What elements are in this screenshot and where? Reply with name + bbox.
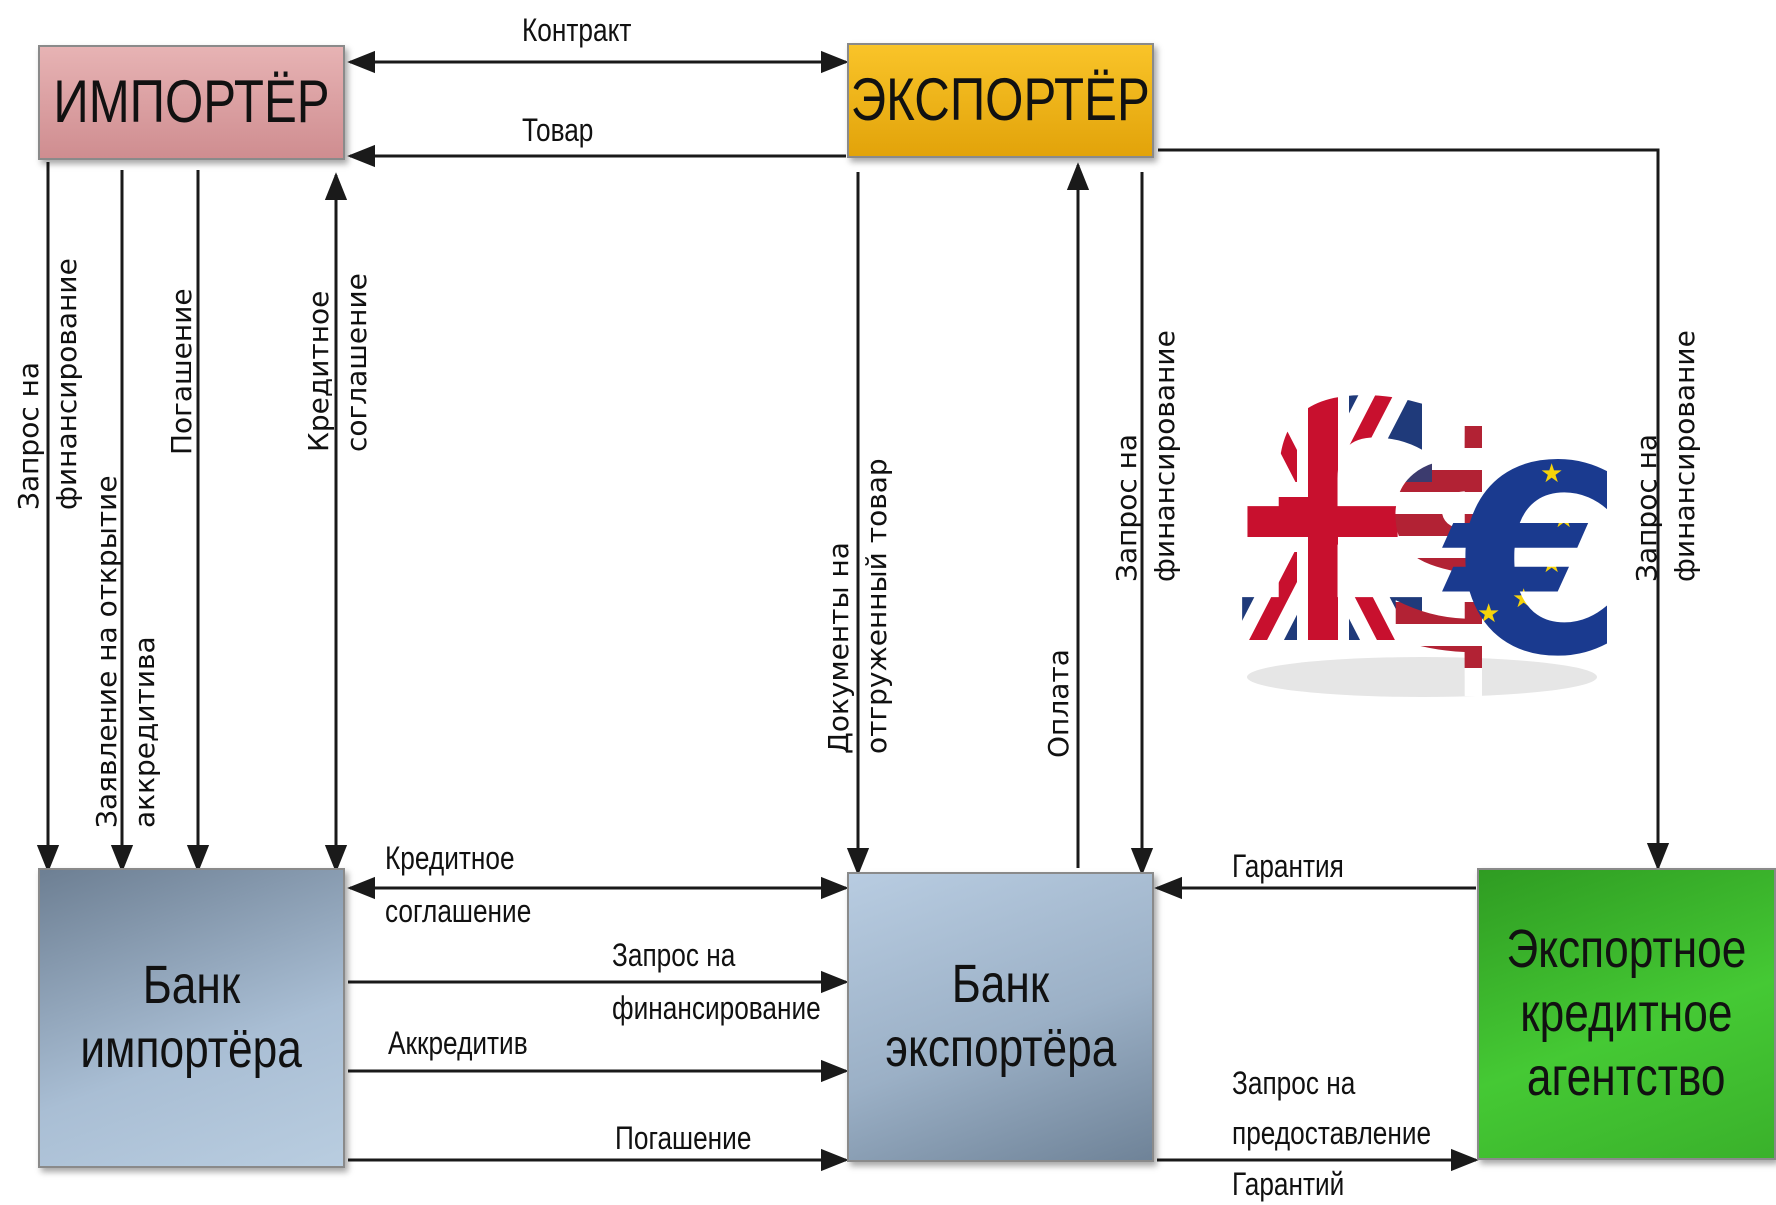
- label-guarantee: Гарантия: [1232, 848, 1344, 884]
- label-guarantee-request-2: предоставление: [1232, 1115, 1432, 1151]
- vlabel-financing-request-1-line-1: Запрос на: [12, 361, 45, 510]
- svg-text:★: ★: [1540, 459, 1563, 489]
- exporter-bank-line-1: Банк: [951, 954, 1050, 1015]
- label-guarantee-request-1: Запрос на: [1232, 1065, 1356, 1101]
- arrow-exporter-eca: [1158, 148, 1670, 871]
- importer-bank-line-1: Банк: [142, 955, 241, 1016]
- vlabel-credit-agreement-line-2: соглашение: [340, 273, 373, 452]
- eca-line-3: агентство: [1527, 1046, 1726, 1107]
- vlabel-credit-agreement-line-1: Кредитное: [302, 290, 335, 452]
- importer-node: ИМПОРТЁР: [38, 45, 345, 160]
- vlabel-financing-request-2-line-1: Запрос на: [1110, 433, 1143, 582]
- eca-line-2: кредитное: [1520, 983, 1733, 1044]
- eca-line-1: Экспортное: [1506, 919, 1747, 980]
- label-financing-request-1: Запрос на: [612, 937, 736, 973]
- vlabel-lc-application-line-1: Заявление на открытие: [90, 475, 123, 828]
- svg-text:★: ★: [1477, 424, 1500, 454]
- exporter-bank-node: Банк экспортёра: [847, 872, 1154, 1162]
- label-repayment: Погашение: [615, 1120, 752, 1156]
- vlabel-financing-request-1-line-2: финансирование: [50, 258, 83, 510]
- vlabel-repayment-line: Погашение: [165, 288, 198, 455]
- vlabel-financing-request-2-line-2: финансирование: [1148, 330, 1181, 582]
- export-credit-agency-node: Экспортное кредитное агентство: [1477, 868, 1776, 1160]
- vlabel-payment: Оплата: [1040, 632, 1078, 758]
- vlabel-financing-request-1: Запрос на финансирование: [10, 224, 86, 510]
- label-goods: Товар: [522, 112, 594, 148]
- svg-text:★: ★: [1540, 549, 1563, 579]
- vlabel-documents-line-2: отгруженный товар: [860, 458, 893, 754]
- svg-text:★: ★: [1477, 599, 1500, 629]
- label-contract: Контракт: [522, 12, 632, 48]
- vlabel-credit-agreement: Кредитное соглашение: [300, 248, 376, 452]
- vlabel-lc-application-line-2: аккредитива: [128, 636, 161, 828]
- importer-bank-line-2: импортёра: [80, 1019, 303, 1079]
- vlabel-lc-application: Заявление на открытие аккредитива: [88, 438, 164, 828]
- importer-label: ИМПОРТЁР: [53, 68, 330, 136]
- svg-text:★: ★: [1512, 429, 1535, 459]
- vlabel-documents: Документы на отгруженный товар: [820, 434, 896, 754]
- vlabel-repayment: Погашение: [163, 265, 201, 455]
- importer-bank-node: Банк импортёра: [38, 868, 345, 1168]
- svg-text:★: ★: [1552, 504, 1575, 534]
- vlabel-documents-line-1: Документы на: [822, 542, 855, 754]
- vlabel-financing-request-2: Запрос на финансирование: [1108, 296, 1184, 582]
- svg-text:★: ★: [1512, 584, 1535, 614]
- exporter-label: ЭКСПОРТЁР: [851, 66, 1150, 134]
- vlabel-financing-request-3-line-1: Запрос на: [1630, 433, 1663, 582]
- vlabel-payment-line: Оплата: [1042, 649, 1075, 758]
- vlabel-financing-request-3: Запрос на финансирование: [1628, 296, 1704, 582]
- label-guarantee-request-3: Гарантий: [1232, 1166, 1345, 1202]
- currency-symbols-flags-icon: £ $ € ★★★ ★★★ ★: [1222, 322, 1607, 710]
- exporter-node: ЭКСПОРТЁР: [847, 43, 1154, 158]
- exporter-bank-line-2: экспортёра: [884, 1018, 1117, 1078]
- vlabel-financing-request-3-line-2: финансирование: [1668, 330, 1701, 582]
- label-financing-request-2: финансирование: [612, 990, 821, 1026]
- label-credit-agreement-1: Кредитное: [385, 840, 515, 876]
- label-credit-agreement-2: соглашение: [385, 893, 532, 929]
- label-letter-of-credit: Аккредитив: [388, 1025, 528, 1061]
